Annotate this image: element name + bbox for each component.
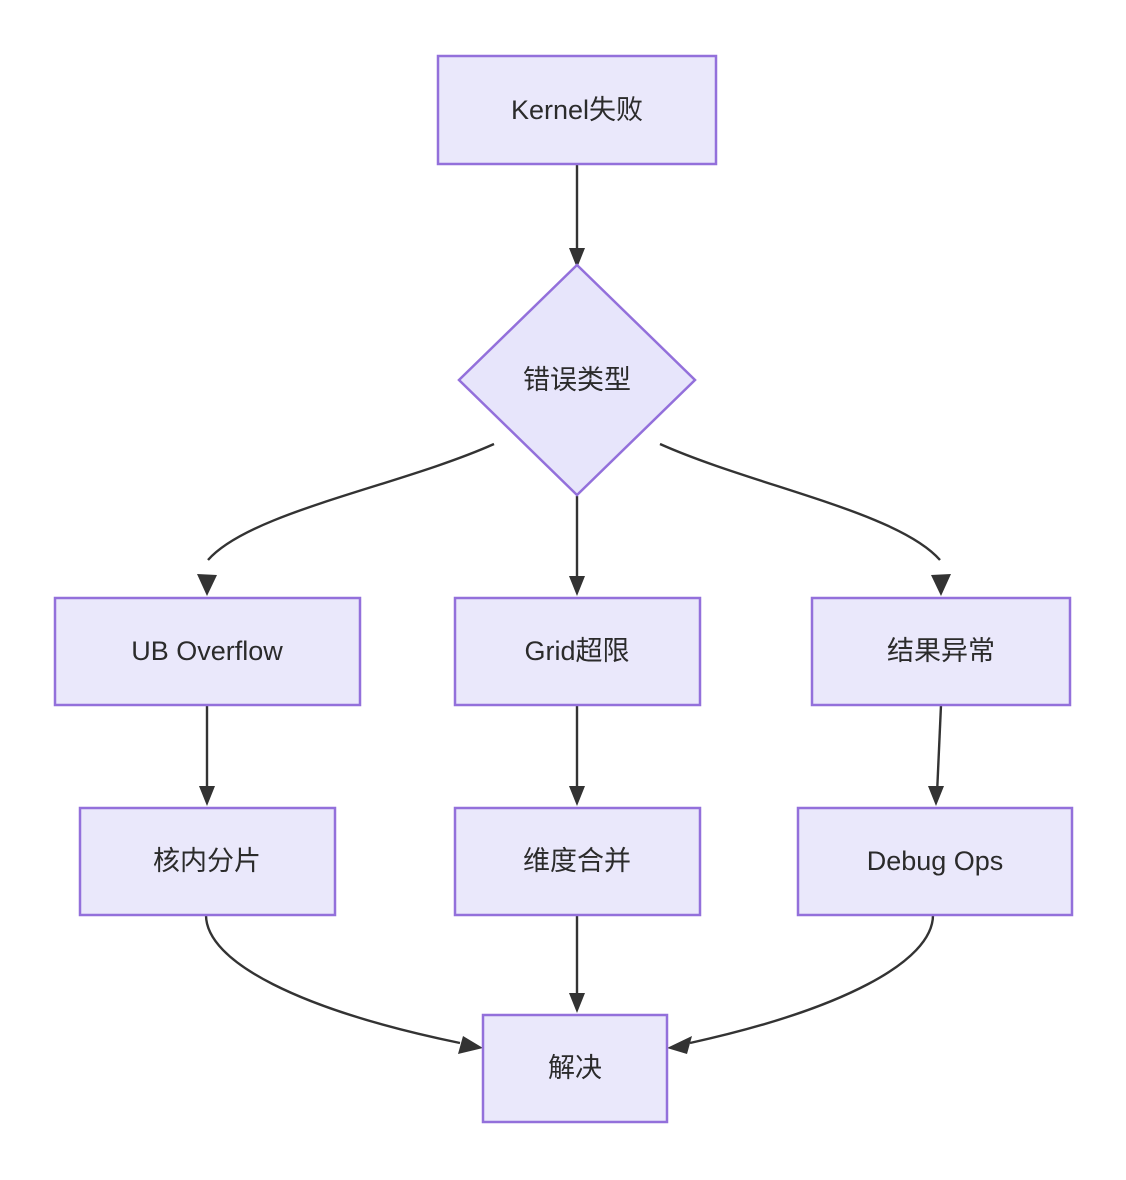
edge-result-to-debugops bbox=[928, 704, 944, 806]
edge-dimmerge-to-resolve bbox=[569, 915, 585, 1013]
node-shape-rectangle[interactable] bbox=[810, 596, 1072, 707]
edge-ub-to-tiling bbox=[199, 705, 215, 806]
node-shape-rectangle[interactable] bbox=[453, 596, 702, 707]
edge-decision-to-grid bbox=[569, 496, 585, 596]
node-resolve[interactable]: 解决 bbox=[481, 1013, 669, 1124]
arrow-head-icon bbox=[458, 1036, 483, 1054]
arrow-head-icon bbox=[569, 993, 585, 1013]
arrow-head-icon bbox=[667, 1036, 692, 1054]
arrow-head-icon bbox=[569, 576, 585, 596]
arrow-head-icon bbox=[569, 248, 585, 268]
node-ub-overflow[interactable]: UB Overflow bbox=[53, 596, 362, 707]
arrow-head-icon bbox=[931, 574, 951, 596]
edge-decision-to-ub bbox=[197, 442, 495, 596]
node-debug-ops[interactable]: Debug Ops bbox=[796, 806, 1074, 917]
node-shape-diamond[interactable] bbox=[457, 263, 697, 497]
node-shape-rectangle[interactable] bbox=[436, 54, 718, 166]
node-shape-rectangle[interactable] bbox=[796, 806, 1074, 917]
edge-debugops-to-resolve bbox=[667, 914, 935, 1054]
node-intra-kernel-tiling[interactable]: 核内分片 bbox=[78, 806, 337, 917]
edge-path bbox=[935, 704, 943, 795]
edge-path bbox=[207, 442, 495, 561]
arrow-head-icon bbox=[197, 574, 217, 596]
node-shape-rectangle[interactable] bbox=[453, 806, 702, 917]
arrow-head-icon bbox=[199, 786, 215, 806]
arrow-head-icon bbox=[569, 786, 585, 806]
arrow-head-icon bbox=[928, 786, 944, 806]
node-grid-limit[interactable]: Grid超限 bbox=[453, 596, 702, 707]
edge-grid-to-dimmerge bbox=[569, 705, 585, 806]
node-shape-rectangle[interactable] bbox=[53, 596, 362, 707]
edge-start-to-decision bbox=[569, 164, 585, 268]
edge-path bbox=[689, 914, 935, 1045]
node-start[interactable]: Kernel失败 bbox=[436, 54, 718, 166]
edge-path bbox=[659, 442, 941, 561]
node-shape-rectangle[interactable] bbox=[78, 806, 337, 917]
edge-tiling-to-resolve bbox=[204, 914, 483, 1054]
node-dimension-merge[interactable]: 维度合并 bbox=[453, 806, 702, 917]
node-decision[interactable]: 错误类型 bbox=[457, 263, 697, 497]
edge-path bbox=[204, 914, 461, 1045]
edge-layer bbox=[197, 164, 951, 1054]
node-shape-rectangle[interactable] bbox=[481, 1013, 669, 1124]
node-result-abnormal[interactable]: 结果异常 bbox=[810, 596, 1072, 707]
edge-decision-to-result bbox=[659, 442, 951, 596]
